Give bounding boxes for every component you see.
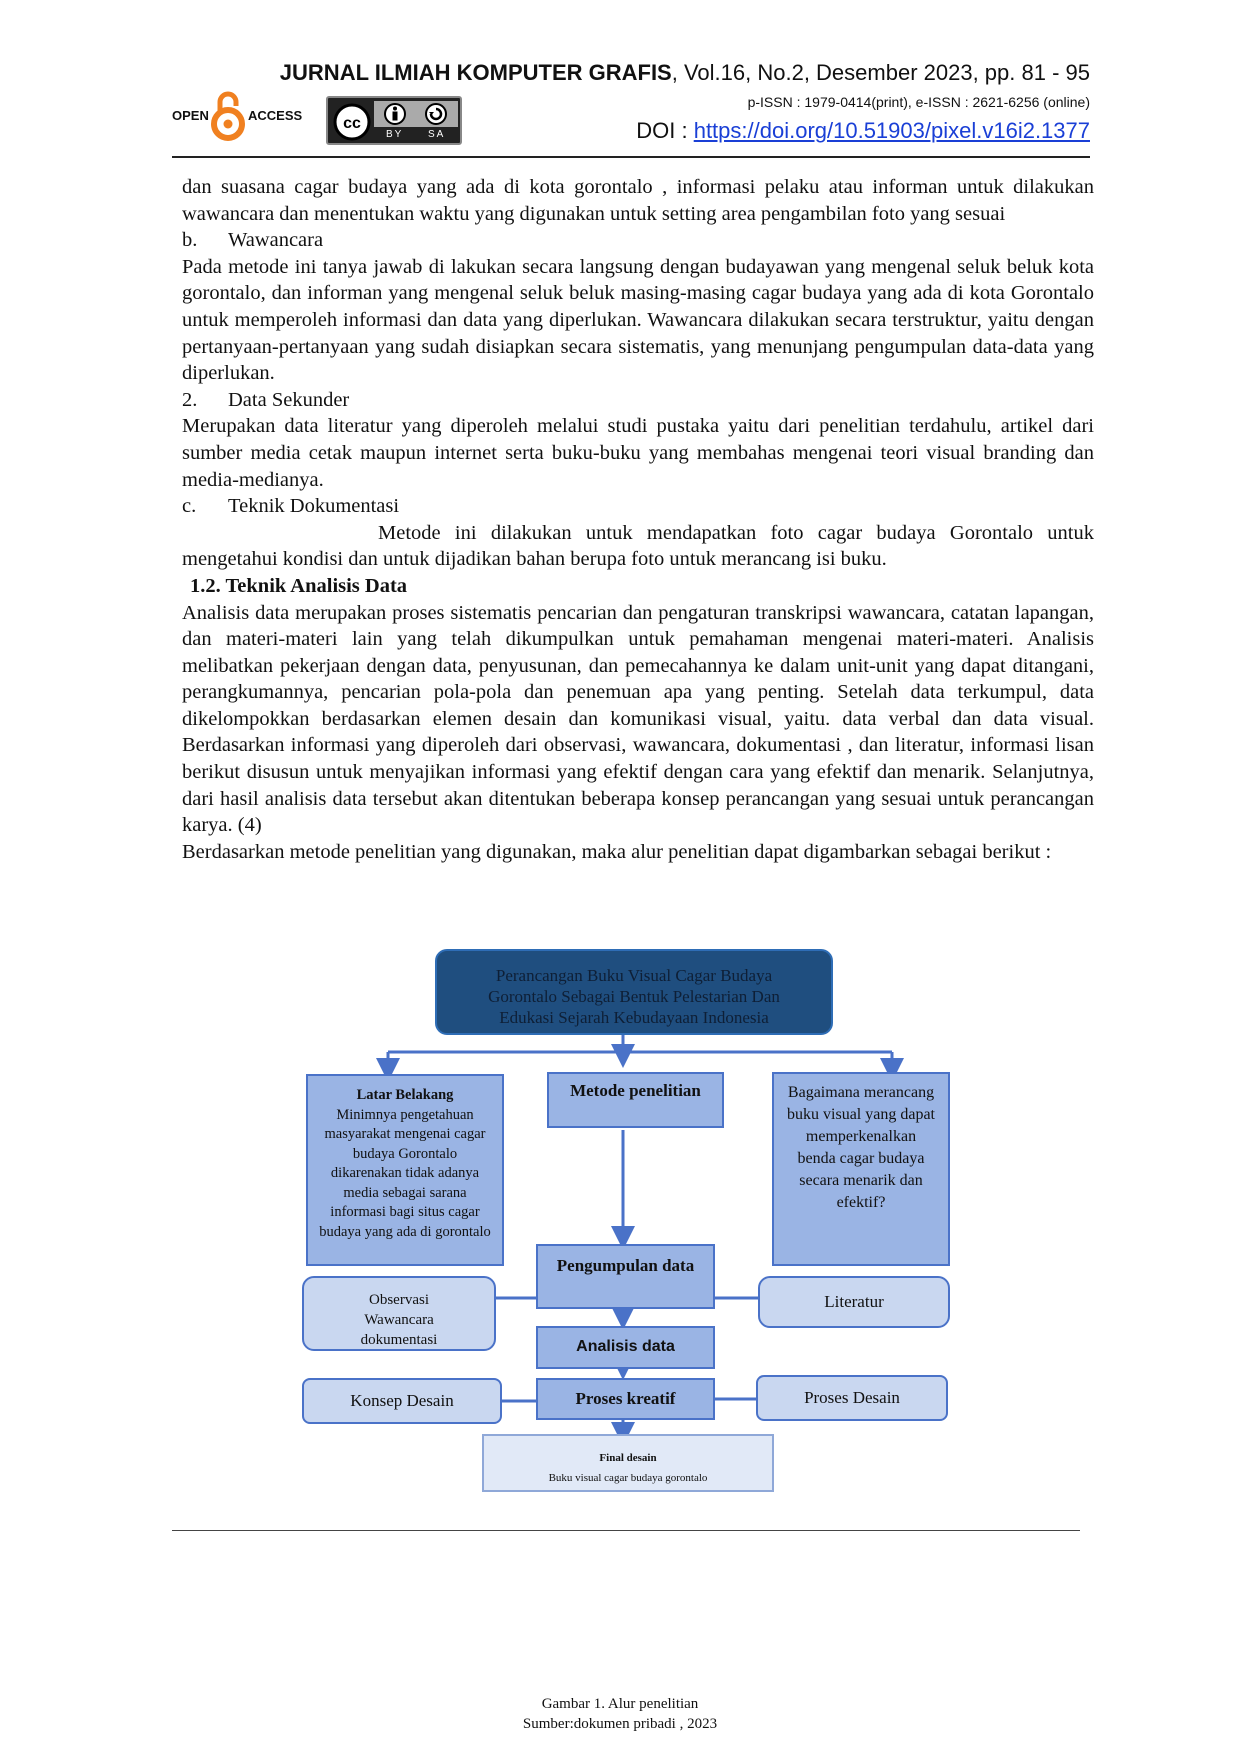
literatur-box: Literatur [758,1276,950,1328]
list-item-wawancara: b. Wawancara [182,227,1094,254]
footer-divider [172,1530,1080,1531]
pengumpulan-data-box: Pengumpulan data [536,1244,715,1309]
open-access-right-text: ACCESS [248,108,303,123]
analisis-data-box: Analisis data [536,1326,715,1369]
header-divider [172,156,1090,158]
share-alike-icon [425,103,447,125]
body-text: dan suasana cagar budaya yang ada di kot… [182,174,1094,865]
metode-penelitian-box: Metode penelitian [547,1072,724,1128]
diagram-title-box: Perancangan Buku Visual Cagar Budaya Gor… [435,949,833,1035]
issn-line: p-ISSN : 1979-0414(print), e-ISSN : 2621… [747,94,1090,110]
list-marker: b. [182,229,198,252]
list-label: Data Sekunder [228,388,350,411]
cc-by-label: BY [386,129,404,140]
list-marker: 2. [182,388,198,411]
list-label: Wawancara [228,229,324,252]
cc-by-sa-badge: cc BY SA [326,96,462,145]
proses-kreatif-box: Proses kreatif [536,1378,715,1420]
svg-text:cc: cc [343,115,361,132]
cc-sa-label: SA [428,129,446,140]
doi-link[interactable]: https://doi.org/10.51903/pixel.v16i2.137… [693,118,1090,143]
observasi-box: Observasi Wawancara dokumentasi [302,1276,496,1351]
final-desain-text: Buku visual cagar budaya gorontalo [548,1472,708,1484]
proses-desain-box: Proses Desain [756,1375,948,1421]
open-access-logo: OPEN ACCESS [172,91,312,142]
doi-label: DOI : [636,118,694,143]
paragraph: Berdasarkan metode penelitian yang digun… [182,840,1052,863]
journal-issue: , Vol.16, No.2, Desember 2023, pp. 81 - … [671,60,1090,85]
paragraph: Merupakan data literatur yang diperoleh … [182,415,1094,491]
list-item-teknik-dokumentasi: c. Teknik Dokumentasi [182,493,1094,520]
rumusan-masalah-box: Bagaimana merancang buku visual yang dap… [772,1072,950,1266]
figure-source: Sumber:dokumen pribadi , 2023 [522,1716,718,1732]
paragraph: Analisis data merupakan proses sistemati… [182,601,1094,837]
doi-line: DOI : https://doi.org/10.51903/pixel.v16… [560,118,1090,144]
final-desain-title: Final desain [599,1452,657,1464]
figure-caption: Gambar 1. Alur penelitian [541,1696,699,1712]
paragraph: Pada metode ini tanya jawab di lakukan s… [182,255,1094,385]
journal-name: JURNAL ILMIAH KOMPUTER GRAFIS [279,60,672,85]
list-marker: c. [182,495,197,518]
konsep-desain-box: Konsep Desain [302,1378,502,1424]
list-label: Teknik Dokumentasi [228,495,400,518]
attribution-icon [384,103,406,125]
paragraph: Metode ini dilakukan untuk mendapatkan f… [182,521,1094,571]
latar-belakang-text: Minimnya pengetahuan masyarakat mengenai… [319,1106,491,1240]
creative-commons-icon: cc [333,103,371,141]
journal-title: JURNAL ILMIAH KOMPUTER GRAFIS, Vol.16, N… [230,60,1090,86]
latar-belakang-box: Latar Belakang Minimnya pengetahuan masy… [306,1074,504,1266]
open-access-left-text: OPEN [172,108,209,123]
open-access-lock-icon [211,91,245,141]
latar-belakang-title: Latar Belakang [356,1087,454,1103]
section-heading: 1.2. Teknik Analisis Data [190,574,408,597]
list-item-data-sekunder: 2. Data Sekunder [182,387,1094,414]
paragraph: dan suasana cagar budaya yang ada di kot… [182,176,1094,225]
final-desain-box: Final desain Buku visual cagar budaya go… [482,1434,774,1492]
